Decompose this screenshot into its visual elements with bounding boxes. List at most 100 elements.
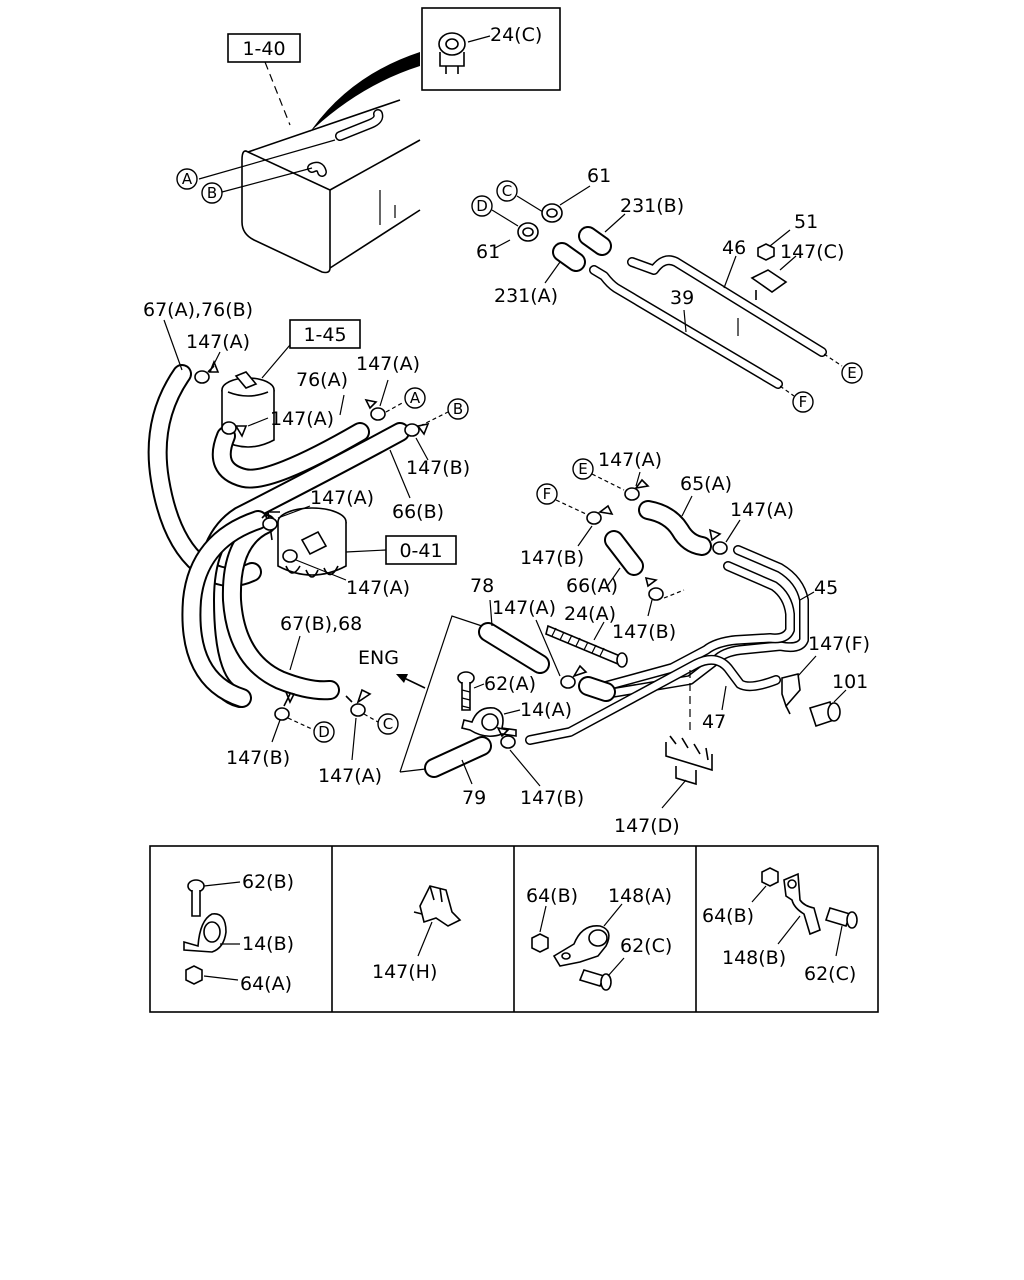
inset-panel-3: 64(B) 148(A) 62(C) (526, 885, 672, 991)
callout-147a-1: 147(A) (186, 331, 250, 353)
svg-text:D: D (318, 723, 330, 741)
svg-text:D: D (476, 197, 488, 215)
detail-swoosh (310, 52, 420, 132)
clamp-14a (461, 706, 517, 738)
inset-3-label-62c: 62(C) (620, 935, 672, 957)
clip-147h (413, 885, 462, 927)
callout-147b-3: 147(B) (520, 547, 584, 569)
hose-67a-76b (147, 364, 262, 588)
hose-231a (552, 242, 586, 272)
callout-231a: 231(A) (494, 285, 558, 307)
svg-text:F: F (543, 485, 552, 503)
clamp-14b (183, 913, 227, 953)
callout-76a: 76(A) (296, 369, 348, 391)
inset-1-label-64a: 64(A) (240, 973, 292, 995)
fuel-tank (241, 99, 421, 274)
callout-147a-5: 147(A) (346, 577, 410, 599)
eng-direction-label: ENG (358, 647, 399, 669)
callout-24c: 24(C) (490, 24, 542, 46)
callout-147b-2: 147(B) (226, 747, 290, 769)
inset-4-label-148b: 148(B) (722, 947, 786, 969)
clip-147f (781, 673, 801, 715)
svg-text:1-40: 1-40 (242, 38, 285, 60)
inset-3-label-148a: 148(A) (608, 885, 672, 907)
clip-detail-inset: 24(C) (421, 7, 561, 91)
bolt-62c-panel4 (824, 907, 858, 929)
svg-text:C: C (502, 182, 512, 200)
callout-147a-4: 147(A) (310, 487, 374, 509)
callout-147a-2: 147(A) (356, 353, 420, 375)
callout-61-top: 61 (587, 165, 611, 187)
callout-101: 101 (832, 671, 868, 693)
connector-d-lower: D (313, 721, 335, 743)
hose-65a (638, 500, 712, 556)
inset-panel-4: 64(B) 148(B) 62(C) (702, 867, 858, 985)
callout-66a: 66(A) (566, 575, 618, 597)
connector-a-tank: A (176, 168, 198, 190)
clip-147d (665, 735, 713, 786)
filter-0-41 (261, 507, 347, 578)
callout-24a: 24(A) (564, 603, 616, 625)
ref-box-0-41[interactable]: 0-41 (385, 535, 457, 565)
clamp-147a-filter2-top (262, 517, 278, 531)
clip-147c (750, 269, 788, 300)
svg-text:A: A (182, 170, 193, 188)
pipe-45-second (601, 561, 795, 691)
callout-39: 39 (670, 287, 694, 309)
clamp-147a-65 (708, 528, 728, 555)
clamp-147b-mid (404, 422, 430, 437)
clamp-147b-lower (274, 690, 296, 721)
connector-b-tank: B (201, 182, 223, 204)
callout-147f: 147(F) (808, 633, 870, 655)
inset-panels (149, 845, 879, 1013)
ref-box-1-45[interactable]: 1-45 (289, 319, 361, 349)
clamp-147a-mid (364, 398, 386, 421)
connector-e-upper: E (841, 362, 863, 384)
pipe-47 (525, 654, 781, 745)
connector-d-upper: D (471, 195, 493, 217)
nut-64a (185, 965, 203, 985)
callout-66b: 66(B) (392, 501, 444, 523)
callout-147a-3: 147(A) (270, 408, 334, 430)
bolt-101 (808, 700, 841, 728)
inset-panel-2: 147(H) (372, 885, 462, 983)
clamp-147a-filter-top (194, 359, 220, 384)
clamp-61-top (541, 203, 563, 223)
callout-147a-8: 147(A) (730, 499, 794, 521)
callout-45: 45 (814, 577, 838, 599)
inset-2-label-147h: 147(H) (372, 961, 437, 983)
tank-outlet-a (335, 109, 384, 141)
svg-text:B: B (207, 184, 217, 202)
connector-e-lower: E (572, 458, 594, 480)
nut-64b-panel3 (531, 933, 549, 953)
hose-outer-left (181, 510, 268, 708)
callout-147a-9: 147(A) (492, 597, 556, 619)
nut-64b-panel4 (761, 867, 779, 887)
tank-outlet-b (307, 161, 327, 177)
callout-147a-6: 147(A) (318, 765, 382, 787)
connector-f-upper: F (792, 391, 814, 413)
inset-1-label-14b: 14(B) (242, 933, 294, 955)
clamp-147b-f (586, 504, 614, 525)
hose-short-mid (578, 676, 616, 702)
ref-box-1-40[interactable]: 1-40 (227, 33, 301, 63)
svg-text:B: B (453, 400, 463, 418)
clamp-147a-78 (560, 664, 588, 689)
nut-51 (757, 243, 775, 261)
hose-76a (211, 422, 370, 489)
connector-f-lower: F (536, 483, 558, 505)
svg-text:C: C (383, 715, 393, 733)
inset-1-label-62b: 62(B) (242, 871, 294, 893)
callout-147b-4: 147(B) (612, 621, 676, 643)
hose-79 (424, 736, 492, 778)
callout-67a-76b: 67(A),76(B) (143, 299, 253, 321)
connector-b-mid: B (447, 398, 469, 420)
callout-79: 79 (462, 787, 486, 809)
callout-46: 46 (722, 237, 746, 259)
hose-231b (578, 226, 612, 256)
callout-147a-7: 147(A) (598, 449, 662, 471)
callout-147b-1: 147(B) (406, 457, 470, 479)
clamp-147a-e (624, 478, 650, 501)
bolt-62a (457, 671, 475, 711)
svg-text:1-45: 1-45 (303, 324, 346, 346)
